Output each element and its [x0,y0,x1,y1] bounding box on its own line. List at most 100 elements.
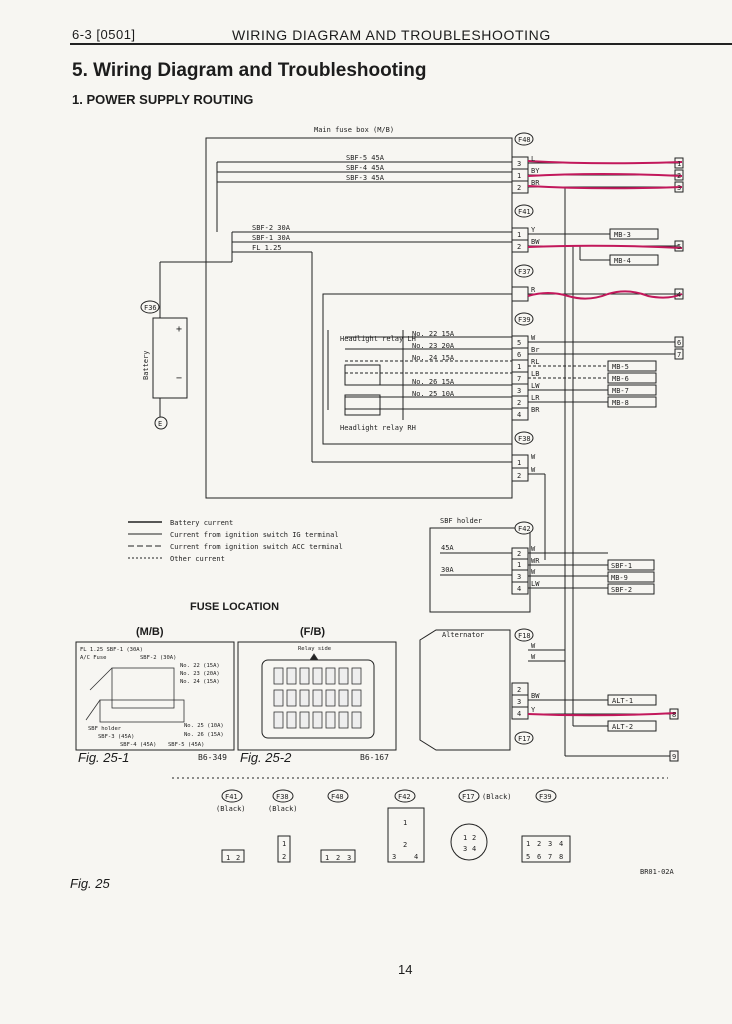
fig-25-2: Fig. 25-2 [240,750,292,765]
fb-fuse-slot [312,689,323,707]
ref-mb8: MB-8 [612,399,629,407]
bc-pin: 1 [325,854,329,862]
section-number: 6-3 [0501] [72,27,136,42]
f38-pin: 2 [517,472,521,480]
ref-5: 5 [677,243,681,251]
bc-pin: 8 [559,853,563,861]
bc-pin: 2 [472,834,476,842]
f39-wire-color: LW [531,382,540,390]
mb-label: No. 24 (15A) [180,679,220,685]
ref-alt1: ALT-1 [612,697,633,705]
mb-label: FL 1.25 SBF-1 (30A) [80,647,143,653]
label-f36: F36 [144,304,157,312]
f48-pin: 2 [517,184,521,192]
f38-pin: 1 [517,459,521,467]
bc-pin: 3 [392,853,396,861]
f38-wire-color: W [531,453,536,461]
fb-fuse-slot [338,689,349,707]
fuse-no25: No. 25 10A [412,390,455,398]
fuse-sbf3: SBF-3 45A [346,174,385,182]
f39-wire-color: W [531,334,536,342]
f48-pin: 1 [517,172,521,180]
connector-f36-marker [140,300,160,314]
connector-f41-marker [514,204,534,218]
alternator-pin: 4 [517,710,521,718]
fb-fuse-slot [299,689,310,707]
alternator-label: Alternator [442,631,484,639]
mb-label: No. 25 (10A) [184,723,224,729]
f48-wire-color: L [531,155,535,163]
f37-wire-color: R [531,286,536,294]
f48-pin: 3 [517,160,521,168]
f39-wire-color: BR [531,406,540,414]
sbf-holder-wire-color: LW [531,580,540,588]
fig-25: Fig. 25 [70,876,110,891]
label-f39: F39 [518,316,531,324]
connector-f17-marker [514,731,534,745]
ref-mb6: MB-6 [612,375,629,383]
fuse-sbf4: SBF-4 45A [346,164,385,172]
bc-pin: 6 [537,853,541,861]
fb-fuse-slot [299,711,310,729]
mb-label: A/C Fuse [80,655,107,661]
f39-pin: 1 [517,363,521,371]
sbf-holder-wire-color: WR [531,557,540,565]
ref-mb9: MB-9 [611,574,628,582]
fb-fuse-slot [286,667,297,685]
relay-rh-label: Headlight relay RH [340,424,416,432]
bc-pin: 1 [226,854,230,862]
fig-25-1: Fig. 25-1 [78,750,130,765]
fb-fuse-slot [273,667,284,685]
ref-7: 7 [677,351,681,359]
fuse-no22: No. 22 15A [412,330,455,338]
sbf-holder-pin: 3 [517,573,521,581]
bc-f39-name: F39 [539,793,552,801]
battery-minus: − [176,373,182,384]
header-rule [70,43,732,45]
fuse-no23: No. 23 20A [412,342,455,350]
sbf-holder-pin: 4 [517,585,521,593]
fb-fuse-slot [338,711,349,729]
alternator-pin: 3 [517,698,521,706]
relay-lh-label: Headlight relay LH [340,335,416,343]
ref-1: 1 [677,160,681,168]
bc-pin: 1 [463,834,467,842]
fb-title: (F/B) [300,626,326,638]
bc-pin: 1 [282,840,286,848]
fb-fuse-slot [286,689,297,707]
bc-pin: 4 [559,840,563,848]
bc-pin: 4 [472,845,476,853]
ref-mb4: MB-4 [614,257,631,265]
alternator-wire-color: W [531,642,536,650]
fb-fuse-slot [273,711,284,729]
fb-fuse-slot [312,667,323,685]
fb-fuse-slot [351,711,362,729]
bc-pin: 3 [548,840,552,848]
fb-fuse-slot [325,667,336,685]
sbf-holder-pin: 2 [517,550,521,558]
f39-wire-color: Br [531,346,539,354]
fb-fuse-slot [273,689,284,707]
mb-label: SBF-2 (30A) [140,655,176,661]
page-number: 14 [398,962,413,977]
f41-wire-color: BW [531,238,540,246]
mb-label: SBF-5 (45A) [168,742,204,748]
battery-outline [152,317,188,399]
bc-pin: 1 [403,819,407,827]
bc-pin: 3 [347,854,351,862]
connector-f48-marker [514,132,534,146]
fb-fuse-slot [351,667,362,685]
bc-pin: 2 [537,840,541,848]
ground-symbol [154,416,168,430]
page-heading: 5. Wiring Diagram and Troubleshooting [72,60,427,81]
sbf-holder-wire-color: W [531,568,536,576]
fuse-sbf1: SBF-1 30A [252,234,291,242]
f38-wire-color: W [531,466,536,474]
fb-relay-side-label: Relay side [298,646,331,652]
fb-fuse-slot [312,711,323,729]
bc-f17-name: F17 [462,793,475,801]
fuse-no24: No. 24 15A [412,354,455,362]
mb-label: No. 23 (20A) [180,671,220,677]
legend-other-current: Other current [170,555,225,563]
f39-pin: 5 [517,339,521,347]
